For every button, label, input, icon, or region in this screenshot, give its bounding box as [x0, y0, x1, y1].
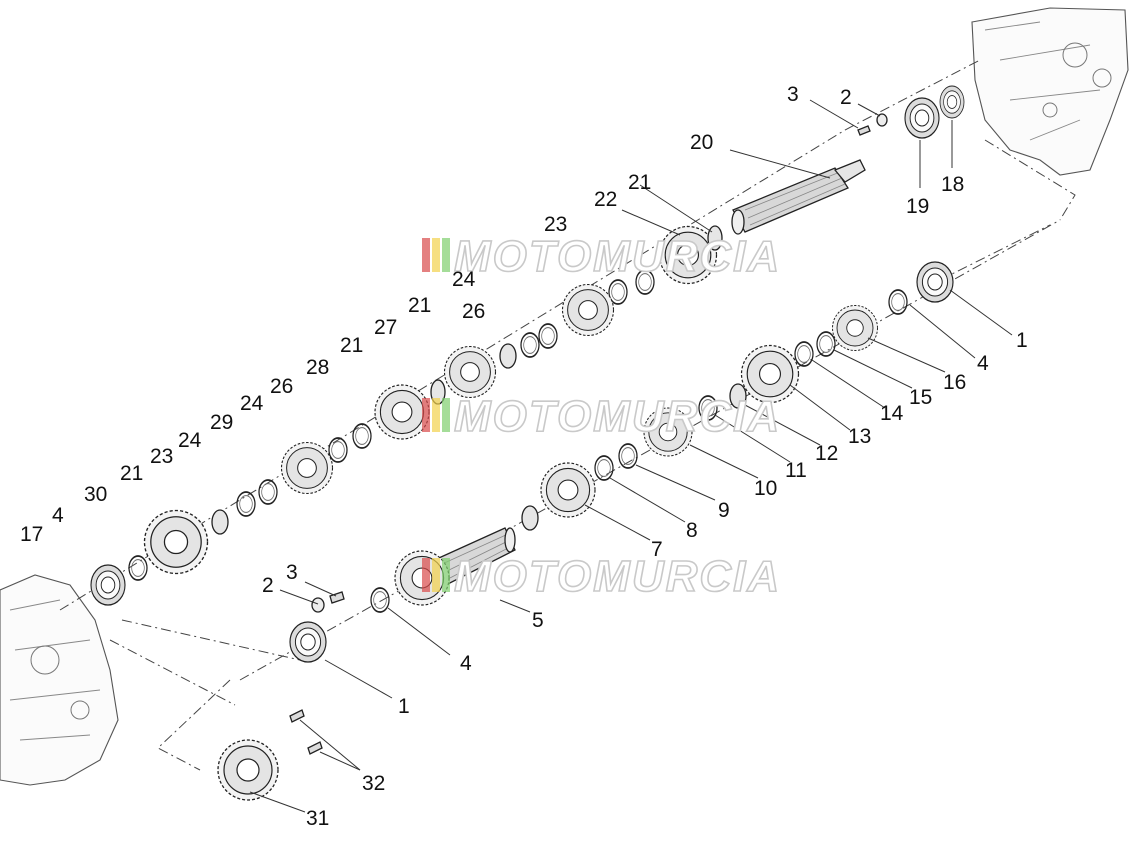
gear-28: [374, 384, 430, 440]
callout-27: 27: [374, 316, 397, 339]
callout-4-right: 4: [977, 352, 989, 375]
bearing-19: [904, 97, 940, 139]
gear-27: [443, 345, 497, 399]
washer-4-left: [128, 555, 148, 581]
counter-shaft-5: [429, 527, 516, 589]
callout-3-lower: 3: [286, 561, 298, 584]
right-housing: [971, 7, 1129, 176]
callout-4-upper-left: 4: [52, 504, 64, 527]
callout-8: 8: [686, 519, 698, 542]
ring-24-lower: [328, 437, 348, 463]
bolt-32-a: [289, 709, 305, 723]
sliding-gear-upper: [561, 283, 615, 337]
callout-2-lower: 2: [262, 574, 274, 597]
watermark-text-upper: MOTOMURCIA: [454, 232, 781, 281]
ring-14: [794, 341, 814, 367]
gear-30: [143, 509, 209, 575]
bushing-27: [499, 343, 517, 369]
callout-9: 9: [718, 499, 730, 522]
callout-24-mid: 24: [240, 392, 264, 415]
washer-2-top: [876, 113, 888, 127]
ring-23-far: [236, 491, 256, 517]
callout-16: 16: [943, 371, 966, 394]
callout-26-upper: 26: [462, 300, 485, 323]
callout-26-lower: 26: [270, 375, 293, 398]
watermark-text-lower: MOTOMURCIA: [454, 552, 781, 601]
callout-21-mid: 21: [408, 294, 431, 317]
seal-18: [939, 85, 965, 119]
callout-7: 7: [651, 538, 663, 561]
callout-21-upper: 21: [628, 171, 651, 194]
callout-17: 17: [20, 523, 43, 546]
callout-22: 22: [594, 188, 617, 211]
callout-32: 32: [362, 772, 385, 795]
gear-7: [540, 462, 596, 518]
gear-16: [832, 305, 878, 351]
ring-24-mid: [520, 332, 540, 358]
callout-11: 11: [785, 459, 807, 482]
callout-4-lower: 4: [460, 652, 472, 675]
callout-23-upper: 23: [544, 213, 567, 236]
callout-2-top: 2: [840, 86, 852, 109]
callout-18: 18: [941, 173, 964, 196]
main-shaft-20: [731, 159, 866, 235]
bearing-1-left: [289, 621, 327, 663]
callout-24-upper: 24: [452, 268, 476, 291]
watermark-upper: MOTOMURCIA: [422, 231, 781, 282]
callout-13: 13: [848, 425, 871, 448]
bolt-32-b: [307, 741, 323, 755]
watermark-text-middle: MOTOMURCIA: [454, 392, 781, 441]
ring-8: [594, 455, 614, 481]
leader-lines: [249, 99, 1013, 813]
gear-29: [280, 441, 334, 495]
screw-3-top: [857, 125, 871, 136]
left-housing: [0, 574, 119, 786]
watermark-middle: MOTOMURCIA: [422, 391, 781, 442]
callout-12: 12: [815, 442, 838, 465]
bushing-12: [729, 383, 747, 409]
ring-9: [618, 443, 638, 469]
bearing-1-right: [916, 261, 954, 303]
callout-31: 31: [306, 807, 329, 830]
callout-1-right: 1: [1016, 329, 1028, 352]
callout-10: 10: [754, 477, 777, 500]
ring-24-far: [258, 479, 278, 505]
callout-20: 20: [690, 131, 713, 154]
washer-4-lower: [370, 587, 390, 613]
callout-5: 5: [532, 609, 544, 632]
ring-26-lower: [352, 423, 372, 449]
washer-4-right: [888, 289, 908, 315]
bushing-21-far: [211, 509, 229, 535]
callout-1-left: 1: [398, 695, 410, 718]
callout-15: 15: [909, 386, 932, 409]
callout-21-far: 21: [120, 462, 143, 485]
screw-3-lower: [329, 591, 345, 604]
bearing-17: [90, 564, 126, 606]
callout-14: 14: [880, 402, 904, 425]
callout-28: 28: [306, 356, 329, 379]
washer-2-lower: [311, 597, 325, 613]
callout-24-lower: 24: [178, 429, 202, 452]
callout-30: 30: [84, 483, 107, 506]
bushing-6: [521, 505, 539, 531]
gear-31: [217, 739, 279, 801]
callout-21-lower: 21: [340, 334, 363, 357]
ring-15: [816, 331, 836, 357]
callout-3-top: 3: [787, 83, 799, 106]
callout-29: 29: [210, 411, 233, 434]
watermark-lower: MOTOMURCIA: [422, 551, 781, 602]
ring-26-upper: [538, 323, 558, 349]
callout-23-lower: 23: [150, 445, 173, 468]
callout-labels: 3 2 20 21 22 23 19 18 24 26 21 27 21 28 …: [20, 83, 1028, 830]
callout-19: 19: [906, 195, 929, 218]
